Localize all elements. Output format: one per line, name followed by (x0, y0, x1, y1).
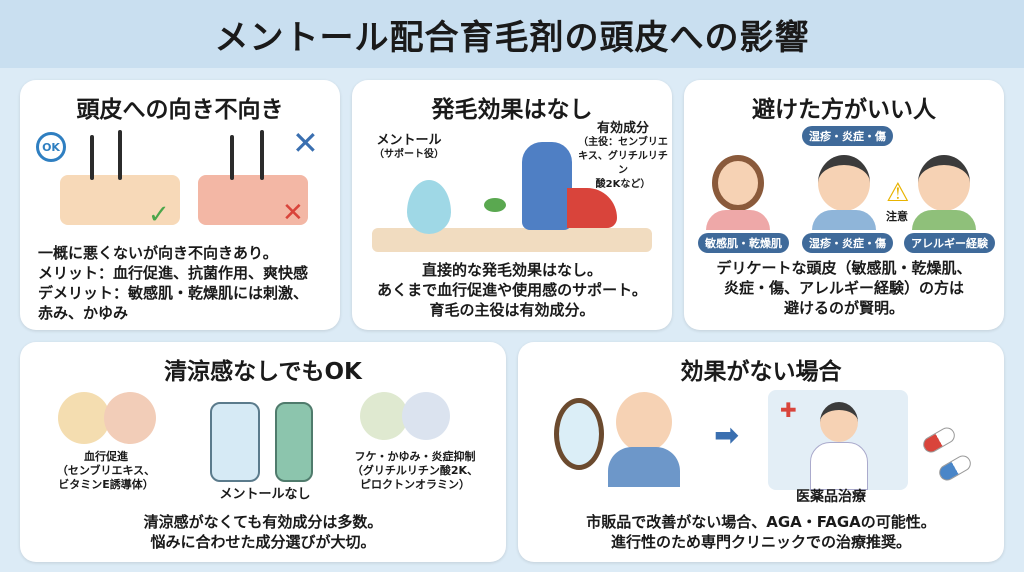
panel-text: 直接的な発毛効果はなし。 あくまで血行促進や使用感のサポート。 育毛の主役は有効… (352, 260, 672, 320)
text-line: 避けるのが賢明。 (783, 299, 904, 317)
condition-tag: 湿疹・炎症・傷 (802, 233, 893, 253)
title-band: メントール配合育毛剤の頭皮への影響 (0, 0, 1024, 68)
pill-icon (920, 424, 958, 456)
anti-inflammation-ingredients: フケ・かゆみ・炎症抑制（グリチルリチン酸2K、ピロクトンオラミン） (340, 450, 490, 492)
panel-when-ineffective: 効果がない場合 ➡ ✚ 医薬品治療 市販品で改善がない場合、AGA・FAGAの可… (518, 342, 1004, 562)
condition-tag: 湿疹・炎症・傷 (802, 126, 893, 146)
no-menthol-label: メントールなし (219, 487, 311, 502)
sprout-icon (484, 198, 506, 212)
label: （主役：センブリエ (578, 137, 668, 148)
text-line: 悩みに合わせた成分選びが大切。 (150, 533, 376, 551)
shirt (608, 447, 680, 487)
shirt (912, 210, 976, 230)
menthol-droplet-icon (407, 180, 451, 234)
text-line: デリケートな頭皮（敏感肌・乾燥肌、 (716, 259, 972, 277)
condition-tag: 敏感肌・乾燥肌 (698, 233, 789, 253)
panel-heading: 頭皮への向き不向き (76, 97, 284, 123)
panel-heading: 効果がない場合 (680, 359, 842, 385)
label: （グリチルリチン酸2K、 (351, 464, 479, 477)
hair-icon (118, 130, 122, 180)
pump-bottle-icon (275, 402, 313, 482)
red-cross-icon: ✚ (780, 398, 797, 422)
label: ビタミンE誘導体） (58, 478, 154, 491)
text-line: 一概に悪くないが向き不向きあり。 (38, 244, 278, 262)
bottle-icon (210, 402, 260, 482)
label: メントール (376, 133, 442, 148)
panel-text: 一概に悪くないが向き不向きあり。 メリット：血行促進、抗菌作用、爽快感 デメリッ… (20, 243, 340, 323)
hair-icon (230, 135, 234, 180)
dandruff-icon (360, 392, 408, 440)
mirror-icon (554, 398, 604, 470)
label: （サポート役） (374, 149, 444, 160)
superhero-icon (522, 142, 572, 230)
label: 有効成分 (596, 121, 649, 136)
worried-man-icon (616, 392, 672, 452)
panel-scalp-suitability: 頭皮への向き不向き OK ✓ ✕ ✕ 一概に悪くないが向き不向きあり。 メリット… (20, 80, 340, 330)
cross-icon: ✕ (282, 198, 304, 228)
text-line: メリット：血行促進、抗菌作用、爽快感 (38, 264, 309, 282)
herb-icon (58, 392, 110, 444)
text-line: 育毛の主役は有効成分。 (429, 301, 595, 319)
healthy-scalp-icon (60, 175, 180, 225)
shirt (706, 210, 770, 230)
panel-heading: 避けた方がいい人 (752, 97, 936, 123)
text-line: 進行性のため専門クリニックでの治療推奨。 (610, 533, 911, 551)
blood-flow-ingredients: 血行促進（センブリエキス、ビタミンE誘導体） (44, 450, 168, 492)
warning-icon: ⚠ (886, 178, 910, 208)
ok-badge: OK (36, 132, 66, 162)
pill-icon (936, 452, 974, 484)
almond-icon (104, 392, 156, 444)
text-line: 赤み、かゆみ (38, 304, 129, 322)
shirt (812, 210, 876, 230)
text-line: あくまで血行促進や使用感のサポート。 (377, 281, 647, 299)
irritated-scalp-icon (198, 175, 308, 225)
man-avatar (918, 155, 970, 211)
hair-icon (90, 135, 94, 180)
woman-avatar (712, 155, 764, 211)
label: （センブリエキス、 (56, 464, 156, 477)
active-ingredient-label: 有効成分（主役：センブリエキス、グリチルリチン酸2Kなど） (574, 122, 672, 192)
doctor-icon (820, 402, 858, 442)
check-icon: ✓ (148, 200, 170, 230)
panel-no-cooling-ok: 清涼感なしでもOK 血行促進（センブリエキス、ビタミンE誘導体） メントールなし… (20, 342, 506, 562)
condition-tag: アレルギー経験 (904, 233, 995, 253)
caution-label: 注意 (886, 210, 908, 223)
panel-text: デリケートな頭皮（敏感肌・乾燥肌、 炎症・傷、アレルギー経験）の方は 避けるのが… (684, 258, 1004, 318)
treatment-label: 医薬品治療 (796, 489, 866, 505)
page-title: メントール配合育毛剤の頭皮への影響 (214, 17, 810, 58)
cross-icon: ✕ (292, 124, 319, 162)
label: ピロクトンオラミン） (360, 478, 470, 491)
text-line: 直接的な発毛効果はなし。 (421, 261, 602, 279)
text-line: 市販品で改善がない場合、AGA・FAGAの可能性。 (586, 513, 936, 531)
panel-who-should-avoid: 避けた方がいい人 湿疹・炎症・傷 ⚠ 注意 敏感肌・乾燥肌 湿疹・炎症・傷 アレ… (684, 80, 1004, 330)
ok-label: OK (42, 140, 60, 154)
panel-text: 市販品で改善がない場合、AGA・FAGAの可能性。 進行性のため専門クリニックで… (518, 512, 1004, 552)
boy-avatar (818, 155, 870, 211)
soil-illustration (372, 228, 652, 252)
arrow-right-icon: ➡ (714, 418, 740, 453)
label: フケ・かゆみ・炎症抑制 (354, 450, 476, 463)
panel-no-hair-growth: 発毛効果はなし メントール（サポート役） 有効成分（主役：センブリエキス、グリチ… (352, 80, 672, 330)
panel-heading: 清涼感なしでもOK (164, 359, 362, 385)
cape-icon (567, 188, 617, 228)
text-line: 炎症・傷、アレルギー経験）の方は (723, 279, 964, 297)
label: 血行促進 (84, 450, 128, 463)
panel-text: 清涼感がなくても有効成分は多数。 悩みに合わせた成分選びが大切。 (20, 512, 506, 552)
molecule-icon (402, 392, 450, 440)
text-line: デメリット：敏感肌・乾燥肌には刺激、 (38, 284, 309, 302)
panel-heading: 発毛効果はなし (431, 97, 593, 123)
hair-icon (260, 130, 264, 180)
menthol-label: メントール（サポート役） (374, 134, 444, 162)
text-line: 清涼感がなくても有効成分は多数。 (143, 513, 383, 531)
doctor-coat (810, 442, 868, 490)
label: 酸2Kなど） (595, 179, 651, 190)
label: キス、グリチルリチン (578, 151, 668, 176)
